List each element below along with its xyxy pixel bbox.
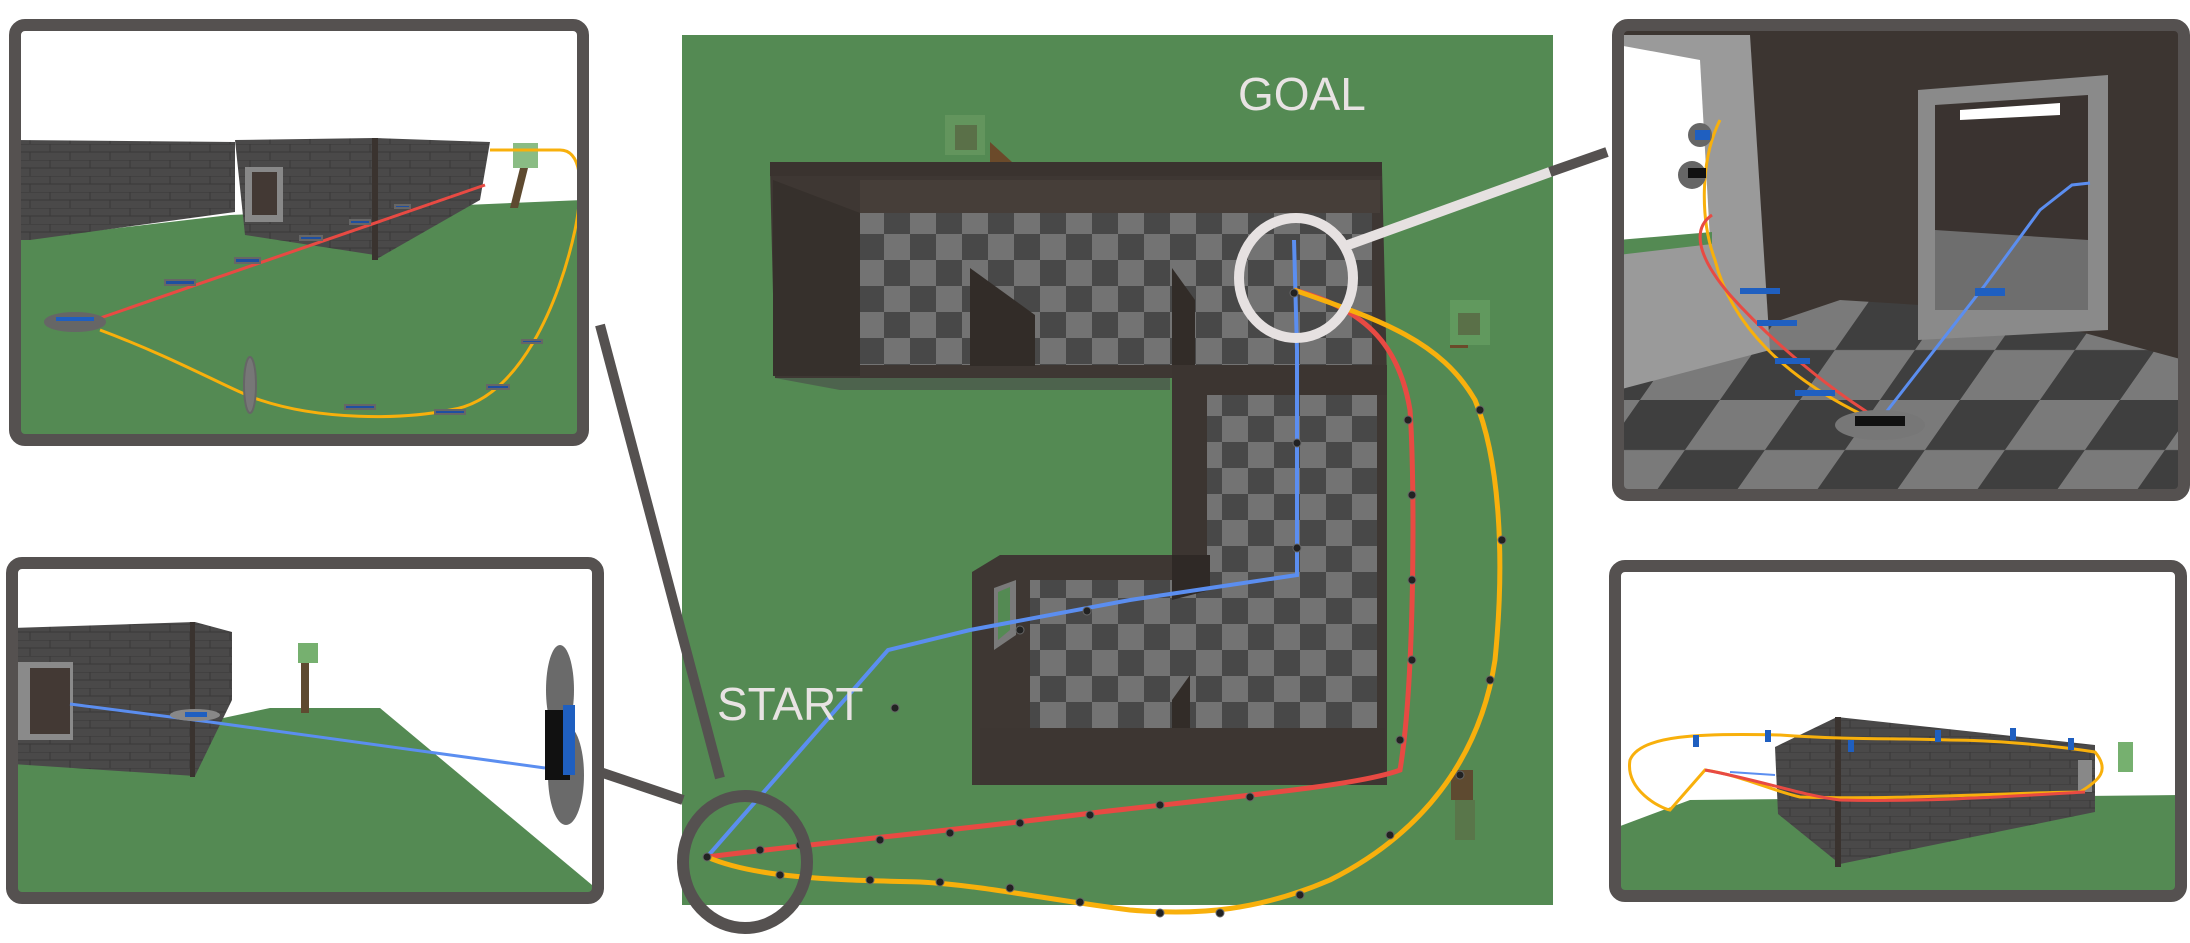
start-label: START [717,678,864,730]
drone-markers [702,288,1507,918]
blue-trajectory-inset [69,702,546,770]
start-ring [677,790,813,934]
start-callout-line-top [595,323,725,780]
inset-bottom-left [6,557,604,904]
inset-frame [1609,560,2187,902]
inset-bottom-right [1609,560,2187,902]
blue-trajectory [705,239,1299,859]
tree-icon [1450,300,1490,348]
red-trajectory [706,287,1416,860]
tree-icon [945,115,1012,162]
inset-top-right [1612,19,2190,501]
building [770,162,1387,785]
goal-ring [1234,213,1358,343]
main-map-view: GOAL START [595,35,1609,934]
inset-top-left [9,19,589,446]
goal-callout-line [1346,167,1552,250]
inset-frame [9,19,589,446]
start-callout-line-bottom [598,767,685,805]
goal-label: GOAL [1238,68,1366,120]
inset-frame [1612,19,2190,501]
yellow-trajectory [706,287,1503,915]
inset-frame [6,557,604,904]
